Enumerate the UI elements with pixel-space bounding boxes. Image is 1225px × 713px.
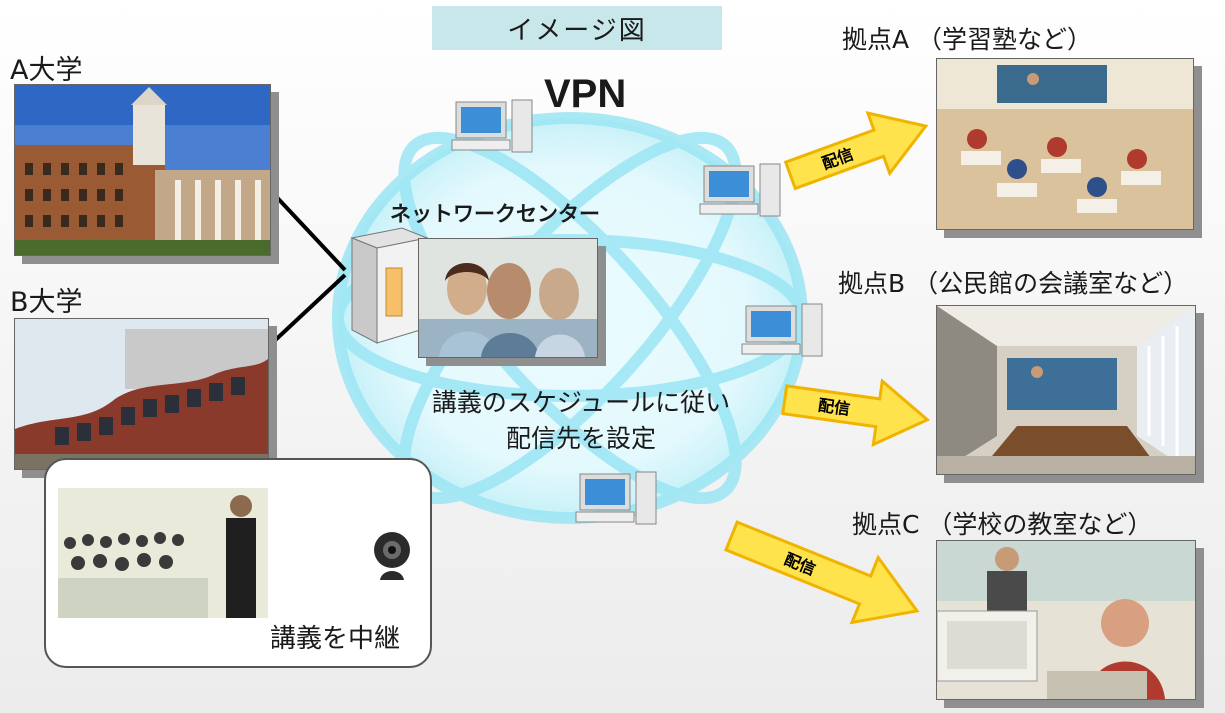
- university-b-photo: [14, 318, 269, 470]
- webcam-icon: [370, 530, 416, 586]
- computer-icon-2: [698, 160, 784, 226]
- site-b-label: 拠点B （公民館の会議室など）: [838, 269, 1189, 298]
- delivery-arrow-b: 配信: [781, 378, 931, 447]
- diagram-title: イメージ図: [432, 6, 722, 50]
- site-c-label: 拠点C （学校の教室など）: [852, 510, 1153, 539]
- computer-icon-4: [574, 468, 660, 534]
- site-b-photo: [936, 305, 1196, 475]
- delivery-arrow-c: 配信: [724, 520, 920, 625]
- network-center-label: ネットワークセンター: [390, 202, 600, 226]
- site-a-photo: [936, 58, 1194, 230]
- operators-photo: [418, 238, 598, 358]
- vpn-label: VPN: [544, 72, 627, 116]
- delivery-arrow-b-label: 配信: [817, 396, 851, 419]
- site-c-photo: [936, 540, 1196, 700]
- computer-icon-3: [740, 300, 826, 366]
- university-b-label: B大学: [10, 287, 83, 318]
- delivery-arrow-a: 配信: [783, 111, 929, 191]
- site-a-label: 拠点A （学習塾など）: [842, 25, 1093, 54]
- network-center-description: 講義のスケジュールに従い 配信先を設定: [396, 385, 766, 457]
- lecture-photo: [58, 488, 268, 618]
- relay-label: 講義を中継: [270, 624, 401, 654]
- description-line-1: 講義のスケジュールに従い: [431, 388, 731, 417]
- server-icon: [342, 218, 432, 352]
- computer-icon-1: [450, 96, 536, 162]
- university-a-label: A大学: [10, 55, 83, 86]
- university-a-photo: [14, 84, 271, 256]
- description-line-2: 配信先を設定: [505, 424, 656, 453]
